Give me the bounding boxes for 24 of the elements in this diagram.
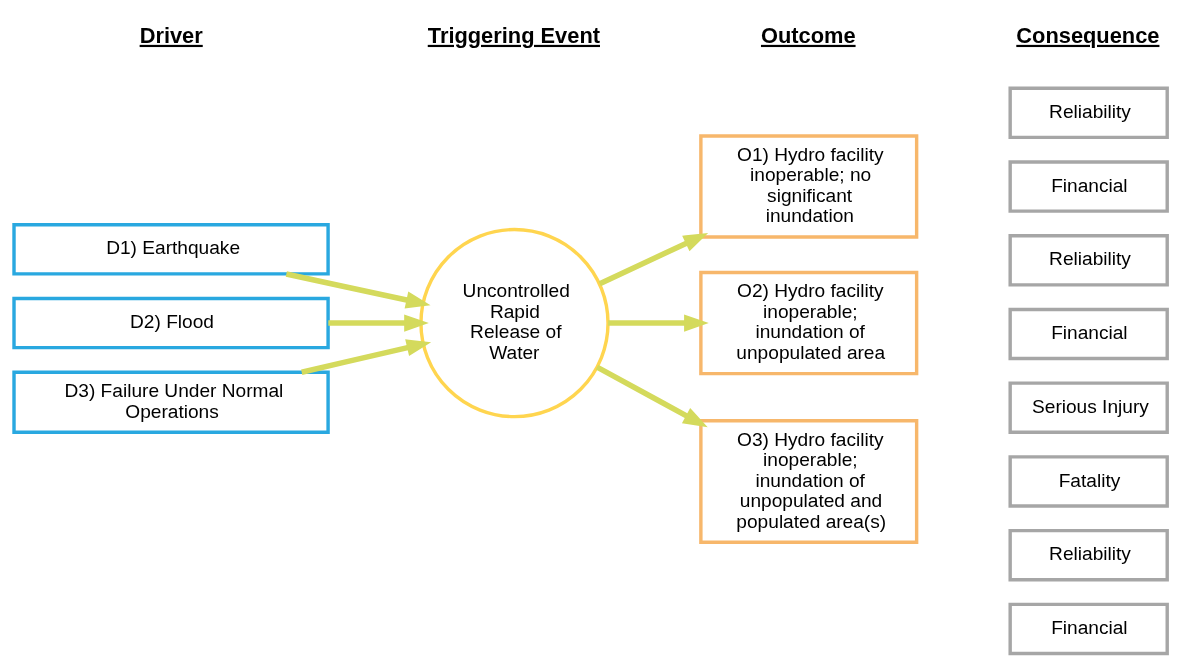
label: Driver (139, 22, 203, 48)
node-box: Reliability (1008, 233, 1169, 287)
node-box: D2) Flood (12, 296, 330, 349)
node-box: Financial (1008, 159, 1169, 213)
arrow (595, 364, 708, 427)
node-box: Financial (1008, 602, 1169, 655)
node-box: O2) Hydro facility inoperable; inundation of unpopulated area (699, 270, 919, 375)
label: Triggering Event (427, 22, 600, 48)
node-box: Serious Injury (1008, 380, 1169, 434)
arrow (598, 232, 709, 286)
arrow (328, 313, 429, 332)
label: Outcome (760, 22, 856, 48)
node-box: D3) Failure Under Normal Operations (12, 370, 330, 434)
node-box: D1) Earthquake (12, 222, 330, 276)
arrow (608, 313, 709, 332)
node-circle: Uncontrolled Rapid Release of Water (419, 227, 610, 418)
node-box: Reliability (1008, 86, 1169, 139)
label: Consequence (1016, 22, 1160, 48)
arrow (301, 338, 432, 375)
node-box: O3) Hydro facility inoperable; inundation of unpopulated and populated area(s) (699, 418, 919, 544)
node-box: O1) Hydro facility inoperable; no significant inundation (699, 133, 919, 239)
node-box: Fatality (1008, 454, 1169, 508)
node-box: Reliability (1008, 528, 1169, 581)
node-box: Financial (1008, 307, 1169, 360)
